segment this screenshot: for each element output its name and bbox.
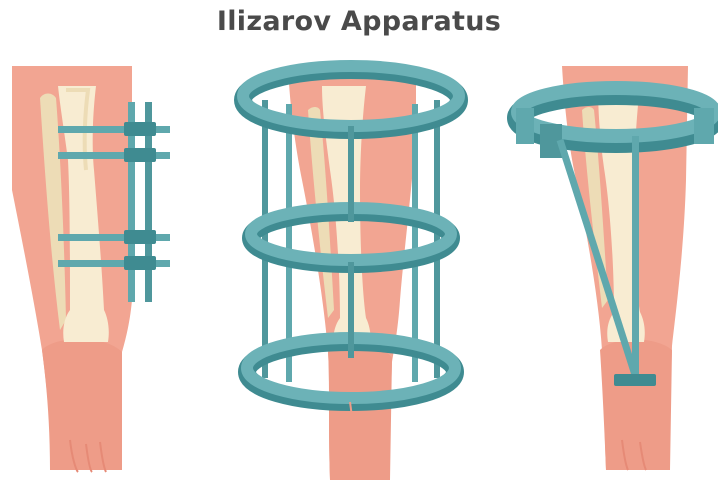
panel-unilateral-fixator [12,66,170,472]
panel-circular-ring-fixator [243,66,459,480]
panel-hybrid-fixator [516,66,714,470]
